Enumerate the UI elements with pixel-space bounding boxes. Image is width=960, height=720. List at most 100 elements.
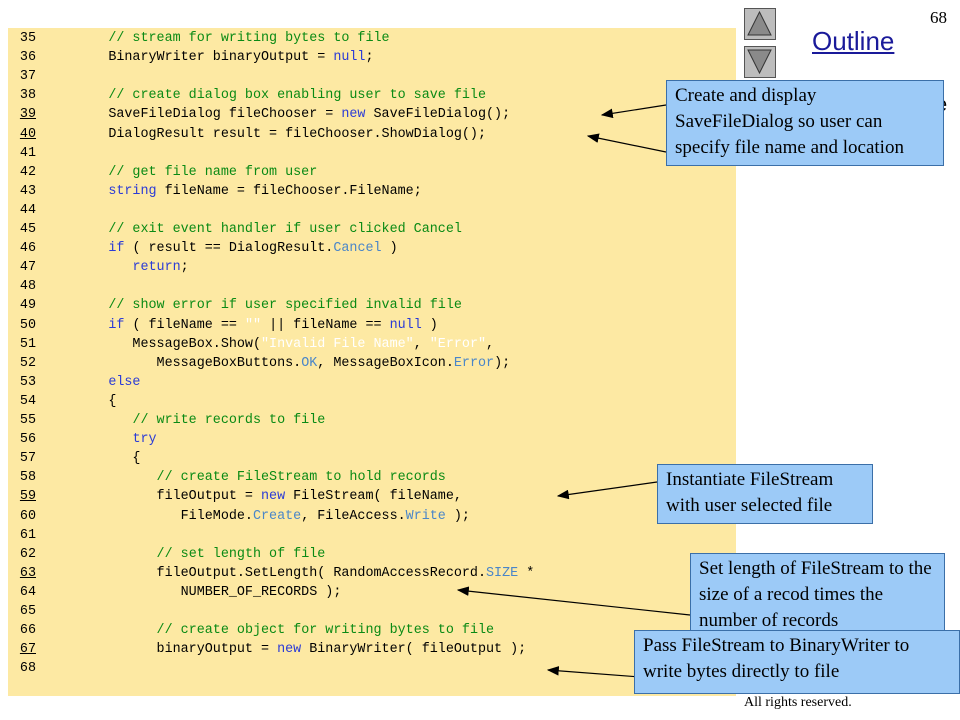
line-number: 42 — [19, 164, 36, 180]
line-number: 65 — [19, 604, 36, 619]
code-line: 54 { — [8, 392, 116, 411]
code-line: 43 string fileName = fileChooser.FileNam… — [8, 182, 422, 201]
code-text: fileOutput.SetLength( RandomAccessRecord… — [36, 565, 535, 581]
code-line: 60 FileMode.Create, FileAccess.Write ); — [8, 507, 470, 526]
code-text: string fileName = fileChooser.FileName; — [108, 183, 422, 199]
line-number: 56 — [19, 432, 36, 448]
code-line: 50 if ( fileName == "" || fileName == nu… — [8, 316, 438, 335]
code-line: 52 MessageBoxButtons.OK, MessageBoxIcon.… — [8, 354, 510, 373]
line-number: 36 — [19, 50, 36, 66]
line-number: 61 — [19, 527, 36, 543]
callout-savefiledialog: Create and display SaveFileDialog so use… — [666, 80, 944, 166]
code-text: BinaryWriter binaryOutput = null; — [36, 50, 374, 66]
line-number: 51 — [19, 336, 36, 352]
code-line: 46 if ( result == DialogResult.Cancel ) — [8, 239, 398, 258]
code-text: NUMBER_OF_RECORDS ); — [36, 584, 342, 600]
arrow-line-67 — [546, 666, 641, 678]
code-text: return; — [132, 260, 189, 276]
code-line: 55 // write records to file — [8, 411, 325, 430]
line-number: 66 — [19, 623, 36, 639]
code-text: // create FileStream to hold records — [156, 470, 446, 486]
code-text: MessageBox.Show("Invalid File Name", "Er… — [36, 336, 495, 352]
line-number: 49 — [19, 298, 36, 314]
line-number: 64 — [19, 584, 36, 600]
line-number: 41 — [19, 145, 36, 161]
code-text: fileOutput = new FileStream( fileName, — [36, 489, 462, 505]
code-text: // get file name from user — [108, 164, 318, 180]
code-text: // stream for writing bytes to file — [108, 31, 390, 46]
code-text: MessageBoxButtons.OK, MessageBoxIcon.Err… — [36, 355, 511, 371]
code-line: 41 — [8, 144, 36, 163]
code-line: 58 // create FileStream to hold records — [8, 468, 446, 487]
code-line: 45 // exit event handler if user clicked… — [8, 220, 462, 239]
line-number: 62 — [19, 546, 36, 562]
line-number: 58 — [19, 470, 36, 486]
code-line: 51 MessageBox.Show("Invalid File Name", … — [8, 335, 494, 354]
line-number: 68 — [19, 661, 36, 677]
line-number: 63 — [19, 565, 36, 581]
callout-setlength: Set length of FileStream to the size of … — [690, 553, 945, 637]
line-number: 54 — [19, 393, 36, 409]
code-line: 56 try — [8, 430, 157, 449]
line-number: 35 — [19, 31, 36, 46]
triangle-up-icon — [747, 10, 772, 36]
code-text: // write records to file — [132, 413, 326, 428]
line-number: 45 — [19, 222, 36, 237]
code-line: 59 fileOutput = new FileStream( fileName… — [8, 487, 462, 506]
line-number: 57 — [19, 451, 36, 467]
code-line: 65 — [8, 602, 36, 621]
line-number: 55 — [19, 413, 36, 428]
code-text: { — [36, 393, 117, 409]
line-number: 53 — [19, 374, 36, 390]
arrow-line-39 — [600, 104, 667, 119]
line-number: 52 — [19, 355, 36, 371]
code-line: 61 — [8, 526, 36, 545]
code-text: // create object for writing bytes to fi… — [156, 623, 495, 639]
arrow-line-40 — [586, 133, 667, 153]
code-text: // exit event handler if user clicked Ca… — [108, 222, 462, 237]
line-number: 43 — [19, 183, 36, 199]
code-line: 67 binaryOutput = new BinaryWriter( file… — [8, 640, 526, 659]
line-number: 67 — [19, 642, 36, 658]
copyright-text: All rights reserved. — [744, 695, 852, 710]
code-line: 35 // stream for writing bytes to file — [8, 29, 390, 48]
code-text: // create dialog box enabling user to sa… — [108, 88, 487, 104]
line-number: 59 — [19, 489, 36, 505]
line-number: 60 — [19, 508, 36, 524]
arrow-line-59 — [556, 481, 658, 500]
next-slide-button[interactable] — [744, 46, 776, 78]
line-number: 40 — [19, 126, 36, 142]
callout-filestream: Instantiate FileStream with user selecte… — [657, 464, 873, 524]
code-line: 57 { — [8, 449, 141, 468]
line-number: 46 — [19, 241, 36, 257]
slide-number: 68 — [930, 8, 947, 27]
code-line: 37 — [8, 67, 36, 86]
code-text: // set length of file — [156, 546, 326, 562]
arrow-line-64 — [456, 586, 691, 616]
code-line: 64 NUMBER_OF_RECORDS ); — [8, 583, 341, 602]
code-line: 66 // create object for writing bytes to… — [8, 621, 494, 640]
line-number: 50 — [19, 317, 36, 333]
code-line: 40 DialogResult result = fileChooser.Sho… — [8, 125, 486, 144]
callout-binarywriter: Pass FileStream to BinaryWriter to write… — [634, 630, 960, 694]
code-text: DialogResult result = fileChooser.ShowDi… — [36, 126, 486, 142]
code-text: { — [36, 451, 141, 467]
triangle-down-icon — [747, 49, 772, 75]
code-line: 62 // set length of file — [8, 545, 325, 564]
code-text: FileMode.Create, FileAccess.Write ); — [36, 508, 470, 524]
previous-slide-button[interactable] — [744, 8, 776, 40]
code-line: 63 fileOutput.SetLength( RandomAccessRec… — [8, 564, 534, 583]
code-text: if ( fileName == "" || fileName == null … — [108, 317, 438, 333]
line-number: 37 — [19, 69, 36, 85]
code-text: if ( result == DialogResult.Cancel ) — [108, 241, 398, 257]
outline-link[interactable]: Outline — [812, 26, 895, 56]
code-listing: 35 // stream for writing bytes to file 36… — [8, 28, 736, 696]
line-number: 44 — [19, 202, 36, 218]
code-line: 47 return; — [8, 258, 189, 277]
code-text: // show error if user specified invalid … — [108, 298, 462, 314]
line-number: 39 — [19, 107, 36, 123]
code-line: 39 SaveFileDialog fileChooser = new Save… — [8, 105, 510, 124]
code-text: SaveFileDialog fileChooser = new SaveFil… — [36, 107, 511, 123]
line-number: 47 — [19, 260, 36, 276]
